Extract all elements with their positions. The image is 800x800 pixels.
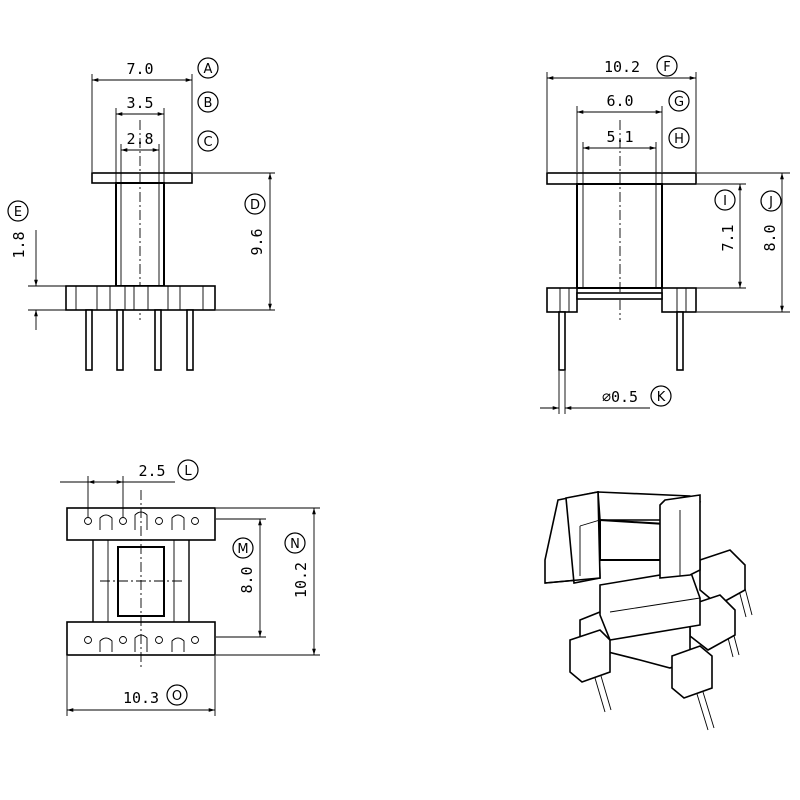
callout-a-label: A: [204, 62, 213, 77]
dim-g-value: 6.0: [606, 92, 633, 110]
callout-b: [197, 91, 219, 113]
callout-o: [166, 684, 188, 706]
dim-f-value: 10.2: [604, 58, 640, 76]
dim-d-value: 9.6: [248, 228, 266, 255]
callout-g-label: G: [674, 95, 684, 110]
callout-j-label: J: [768, 195, 773, 210]
callout-o-label: O: [172, 689, 182, 704]
front-pin-1: [85, 309, 93, 371]
callout-f-label: F: [663, 60, 670, 75]
side-core: [576, 183, 663, 289]
callout-k-label: K: [657, 390, 666, 405]
callout-g: [668, 90, 690, 112]
dim-j-value: 8.0: [761, 224, 779, 251]
callout-e: [7, 200, 29, 222]
callout-k: [650, 385, 672, 407]
callout-m-label: M: [237, 542, 248, 557]
front-top-flange: [91, 172, 193, 184]
callout-i: [714, 189, 736, 211]
dim-h-value: 5.1: [606, 128, 633, 146]
callout-b-label: B: [204, 96, 213, 111]
side-base-left: [546, 287, 578, 313]
side-top-flange: [546, 172, 697, 185]
dim-b-value: 3.5: [126, 94, 153, 112]
front-pin-3: [154, 309, 162, 371]
dim-i-value: 7.1: [719, 224, 737, 251]
dim-l-value: 2.5: [138, 462, 165, 480]
front-pin-2: [116, 309, 124, 371]
callout-d-label: D: [250, 198, 260, 213]
side-base-right: [661, 287, 697, 313]
callout-a: [197, 57, 219, 79]
dim-c-value: 2.8: [126, 130, 153, 148]
isometric-view: [544, 491, 753, 731]
callout-e-label: E: [14, 205, 22, 220]
dim-e-value: 1.8: [10, 231, 28, 258]
front-pin-4: [186, 309, 194, 371]
dim-m-value: 8.0: [238, 566, 256, 593]
side-base-bridge: [576, 292, 663, 300]
callout-n: [284, 532, 306, 554]
callout-h: [668, 127, 690, 149]
callout-l-label: L: [184, 464, 192, 479]
side-view: 10.2 F 6.0 G 5.1 H 7.1 I 8.0 J: [540, 55, 790, 414]
dim-a-value: 7.0: [126, 60, 153, 78]
callout-m: [232, 537, 254, 559]
callout-f: [656, 55, 678, 77]
callout-i-label: I: [723, 194, 727, 209]
callout-c-label: C: [203, 135, 212, 150]
callout-n-label: N: [290, 537, 300, 552]
plan-view: 2.5 L 8.0 M 10.2 N 10.3 O: [60, 459, 320, 716]
dim-o-value: 10.3: [123, 689, 159, 707]
dim-n-value: 10.2: [292, 562, 310, 598]
side-pin-right: [676, 311, 684, 371]
dim-k-value: ⌀0.5: [602, 388, 638, 406]
callout-j: [760, 190, 782, 212]
side-pin-left: [558, 311, 566, 371]
callout-c: [197, 130, 219, 152]
callout-h-label: H: [674, 132, 684, 147]
callout-l: [177, 459, 199, 481]
callout-d: [244, 193, 266, 215]
front-base: [65, 285, 216, 311]
front-view: 7.0 A 3.5 B 2.8 C 9.6 D 1.8 E: [7, 57, 275, 371]
